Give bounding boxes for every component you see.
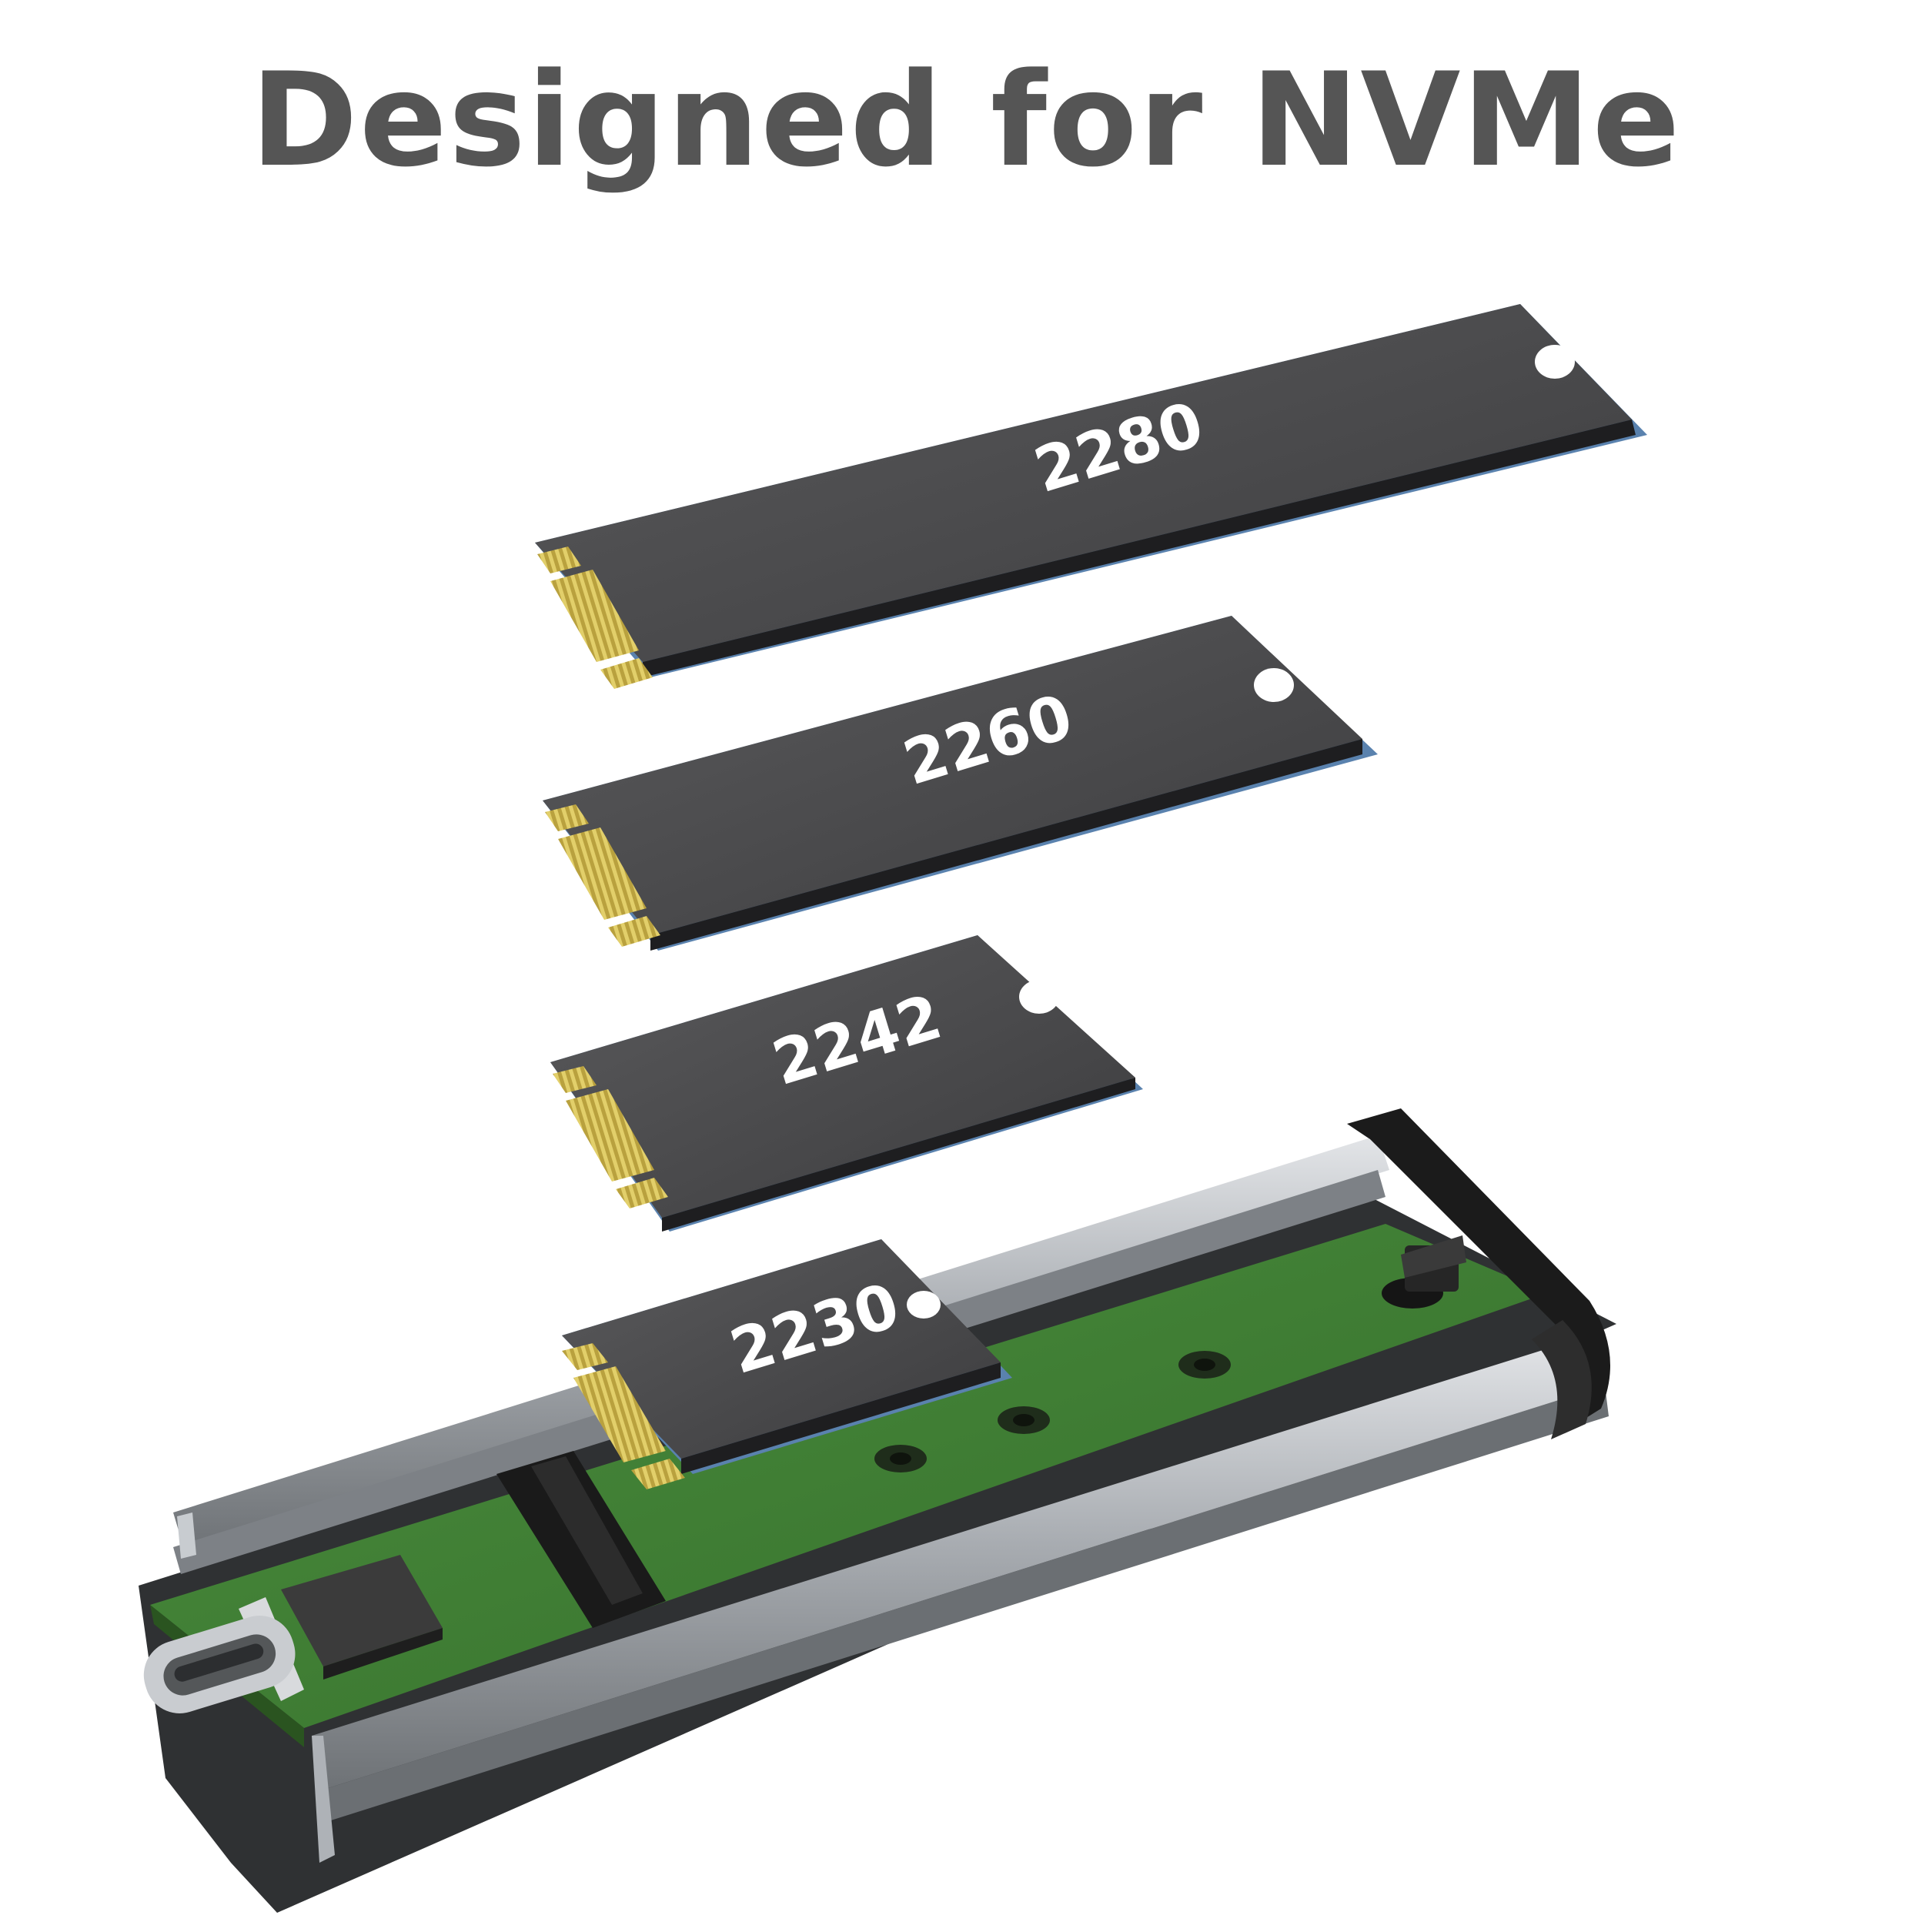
gold-contacts (562, 1343, 685, 1489)
ssd-2242: 2242 (550, 935, 1143, 1232)
controller-chip-icon (281, 1555, 443, 1680)
gold-contacts (553, 1066, 668, 1208)
gold-contacts (537, 547, 653, 689)
ssd-2260: 2260 (543, 616, 1378, 951)
enclosure (139, 1108, 1616, 1913)
front-rail (312, 1335, 1609, 1863)
gold-contacts (545, 804, 660, 947)
enclosure-pcb (150, 1224, 1547, 1728)
screw-holes (874, 1351, 1231, 1472)
headline: Designed for NVMe (250, 45, 1682, 196)
ssd-2230: 2230 (562, 1239, 1012, 1489)
usb-c-connector-icon (143, 1597, 304, 1713)
ssd-2280: 2280 (535, 304, 1647, 689)
retention-latch (1382, 1235, 1466, 1309)
end-cap (1347, 1108, 1610, 1439)
m2-slot-icon (496, 1451, 666, 1628)
